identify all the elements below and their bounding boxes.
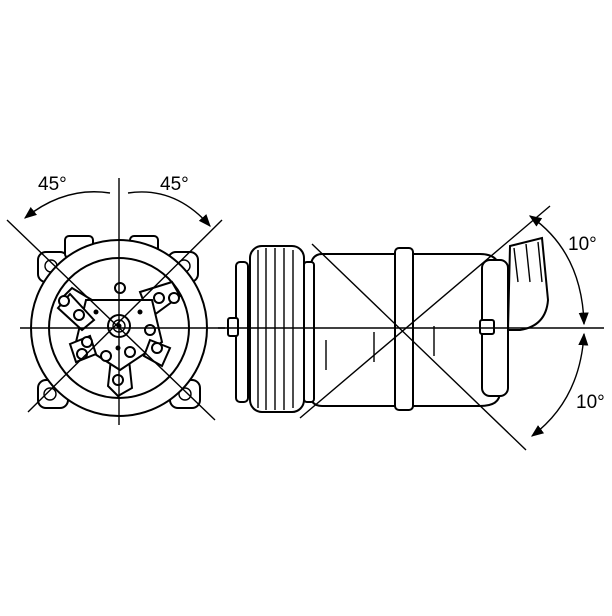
angle-label-front-left: 45° xyxy=(38,174,67,195)
angle-label-side-lower: 10° xyxy=(576,392,605,413)
angle-label-front-right: 45° xyxy=(160,174,189,195)
side-view: 10° 10° xyxy=(218,205,605,451)
discharge-fitting xyxy=(506,236,550,331)
angle-label-side-upper: 10° xyxy=(568,234,597,255)
front-view: 45° 45° xyxy=(6,174,225,425)
clutch-pulley xyxy=(227,245,305,413)
